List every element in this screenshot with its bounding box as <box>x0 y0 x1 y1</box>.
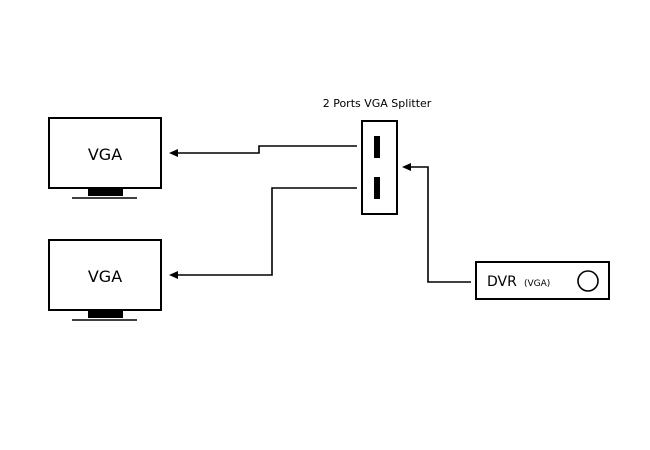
wire-3-path <box>411 166 471 283</box>
vga-splitter <box>361 120 398 215</box>
dvr-power-icon <box>577 270 599 292</box>
arrow-head-icon <box>169 271 178 279</box>
wire-2-path <box>178 187 357 276</box>
monitor-2: VGA <box>48 239 162 321</box>
splitter-port-2 <box>374 177 380 199</box>
wire-splitter-to-monitor-1 <box>169 145 357 157</box>
arrow-head-icon <box>402 163 411 171</box>
wire-dvr-to-splitter <box>402 163 471 283</box>
dvr-device: DVR (VGA) <box>475 261 610 300</box>
arrow-head-icon <box>169 149 178 157</box>
wire-1-path <box>178 145 357 154</box>
monitor-2-stand <box>88 310 123 318</box>
splitter-title: 2 Ports VGA Splitter <box>323 97 432 110</box>
dvr-label: DVR <box>487 274 517 290</box>
splitter-box <box>361 120 398 215</box>
monitor-1: VGA <box>48 117 162 199</box>
splitter-port-1 <box>374 136 380 158</box>
monitor-1-screen <box>48 117 162 189</box>
monitor-2-label: VGA <box>88 267 122 286</box>
monitor-2-screen <box>48 239 162 311</box>
wire-splitter-to-monitor-2 <box>169 187 357 279</box>
dvr-sublabel: (VGA) <box>524 279 550 289</box>
monitor-1-label: VGA <box>88 145 122 164</box>
monitor-1-stand <box>88 188 123 196</box>
